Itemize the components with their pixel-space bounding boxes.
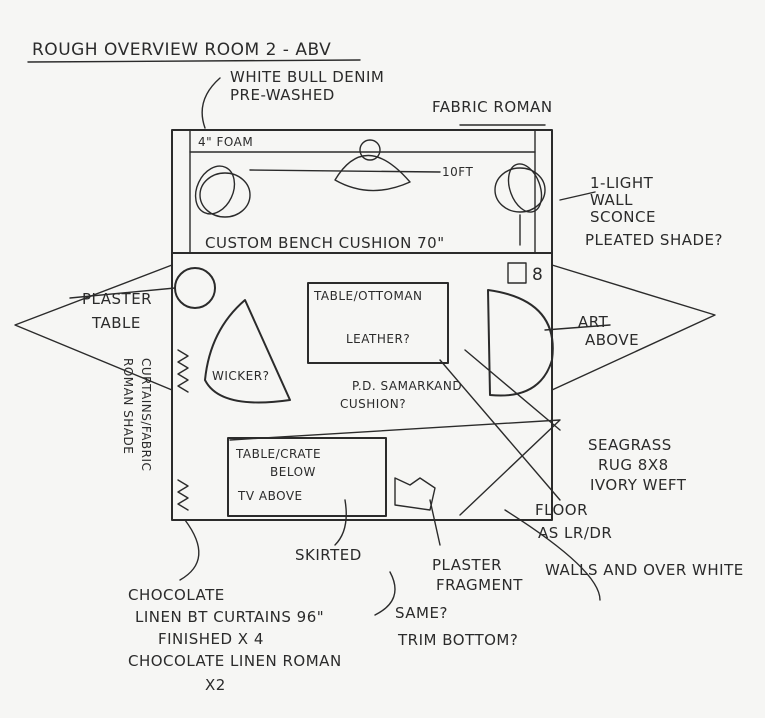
seagrass-rug [229,419,561,516]
label-fabric-roman: FABRIC ROMAN [432,98,553,116]
title-underline [27,59,361,63]
denim-arrow [201,77,221,129]
label-pd-samarkand: P.D. SAMARKAND [352,379,462,393]
label-walls: WALLS AND OVER WHITE [545,561,744,579]
label-as-lr-dr: AS LR/DR [538,524,612,542]
curtain-upper [177,349,189,393]
plaster-fragment [394,477,436,511]
label-leather: LEATHER? [346,332,410,346]
label-linen-bt-curtains: LINEN BT CURTAINS 96" [135,608,324,626]
label-below: BELOW [270,465,316,479]
label-table: TABLE [91,314,141,332]
label-roman-shade: ROMAN SHADE [121,358,135,454]
curtain-lower [177,479,189,511]
sconce-leader [559,191,596,201]
floor-leader [439,359,561,501]
label-skirted: SKIRTED [295,546,362,564]
plaster-table-leader [69,287,176,299]
art-leader [544,324,611,331]
label-ivory-weft: IVORY WEFT [590,476,687,494]
right-projection [551,264,716,391]
left-projection [14,264,173,391]
label-seagrass: SEAGRASS [588,436,672,454]
label-sconce-1: 1-LIGHT [590,174,654,192]
sketch-title: ROUGH OVERVIEW ROOM 2 - ABV [32,40,331,60]
label-above: ABOVE [585,331,639,349]
label-curtains-fabric: CURTAINS/FABRIC [139,358,153,471]
label-tv-above: TV ABOVE [237,489,303,503]
label-chocolate-linen-roman: CHOCOLATE LINEN ROMAN [128,652,342,670]
label-rug: RUG 8X8 [598,456,669,474]
label-eight: 8 [532,265,543,285]
curtain-leader [179,519,200,581]
label-plaster-1: PLASTER [82,290,152,308]
label-same: SAME? [395,604,448,622]
sconce-left-glow [194,165,236,215]
label-x2: X2 [205,676,226,694]
sconce-right-glow [507,163,543,213]
side-box [507,262,527,284]
label-custom-bench: CUSTOM BENCH CUSHION 70" [205,234,445,252]
label-wicker: WICKER? [212,369,269,383]
seagrass-leader [464,349,561,431]
label-ten-ft: 10FT [442,165,473,179]
label-pre-washed: PRE-WASHED [230,86,335,104]
label-table-crate: TABLE/CRATE [235,447,321,461]
plaster-fragment-leader [429,499,441,546]
sconce-right-shade [494,167,546,213]
wicker-chair [204,299,291,404]
sconce-left-shade [199,172,251,218]
skirted-leader [334,499,347,546]
walls-leader [504,509,601,601]
label-art: ART [578,313,609,331]
table-crate [227,437,387,517]
room-outline [171,129,553,521]
label-finished-x4: FINISHED X 4 [158,630,264,648]
label-cushion: CUSHION? [340,397,406,411]
label-floor: FLOOR [535,501,588,519]
label-white-bull-denim: WHITE BULL DENIM [230,68,384,86]
label-four-inch-foam: 4" FOAM [198,135,253,149]
pendant-light [334,154,411,192]
table-ottoman [307,282,449,364]
art-chair [487,289,554,397]
label-trim-bottom: TRIM BOTTOM? [397,631,518,649]
label-plaster-2: PLASTER [432,556,502,574]
plaster-table [174,267,216,309]
ten-ft-dimension-line [249,169,441,173]
same-arrow [374,571,396,616]
pendant-bulb [359,139,381,161]
label-fragment: FRAGMENT [436,576,523,594]
label-sconce-2: WALL [590,191,633,209]
label-sconce-3: SCONCE [590,208,656,226]
label-table-ottoman: TABLE/OTTOMAN [313,289,423,303]
label-chocolate: CHOCOLATE [128,586,225,604]
label-pleated-shade: PLEATED SHADE? [585,231,723,249]
